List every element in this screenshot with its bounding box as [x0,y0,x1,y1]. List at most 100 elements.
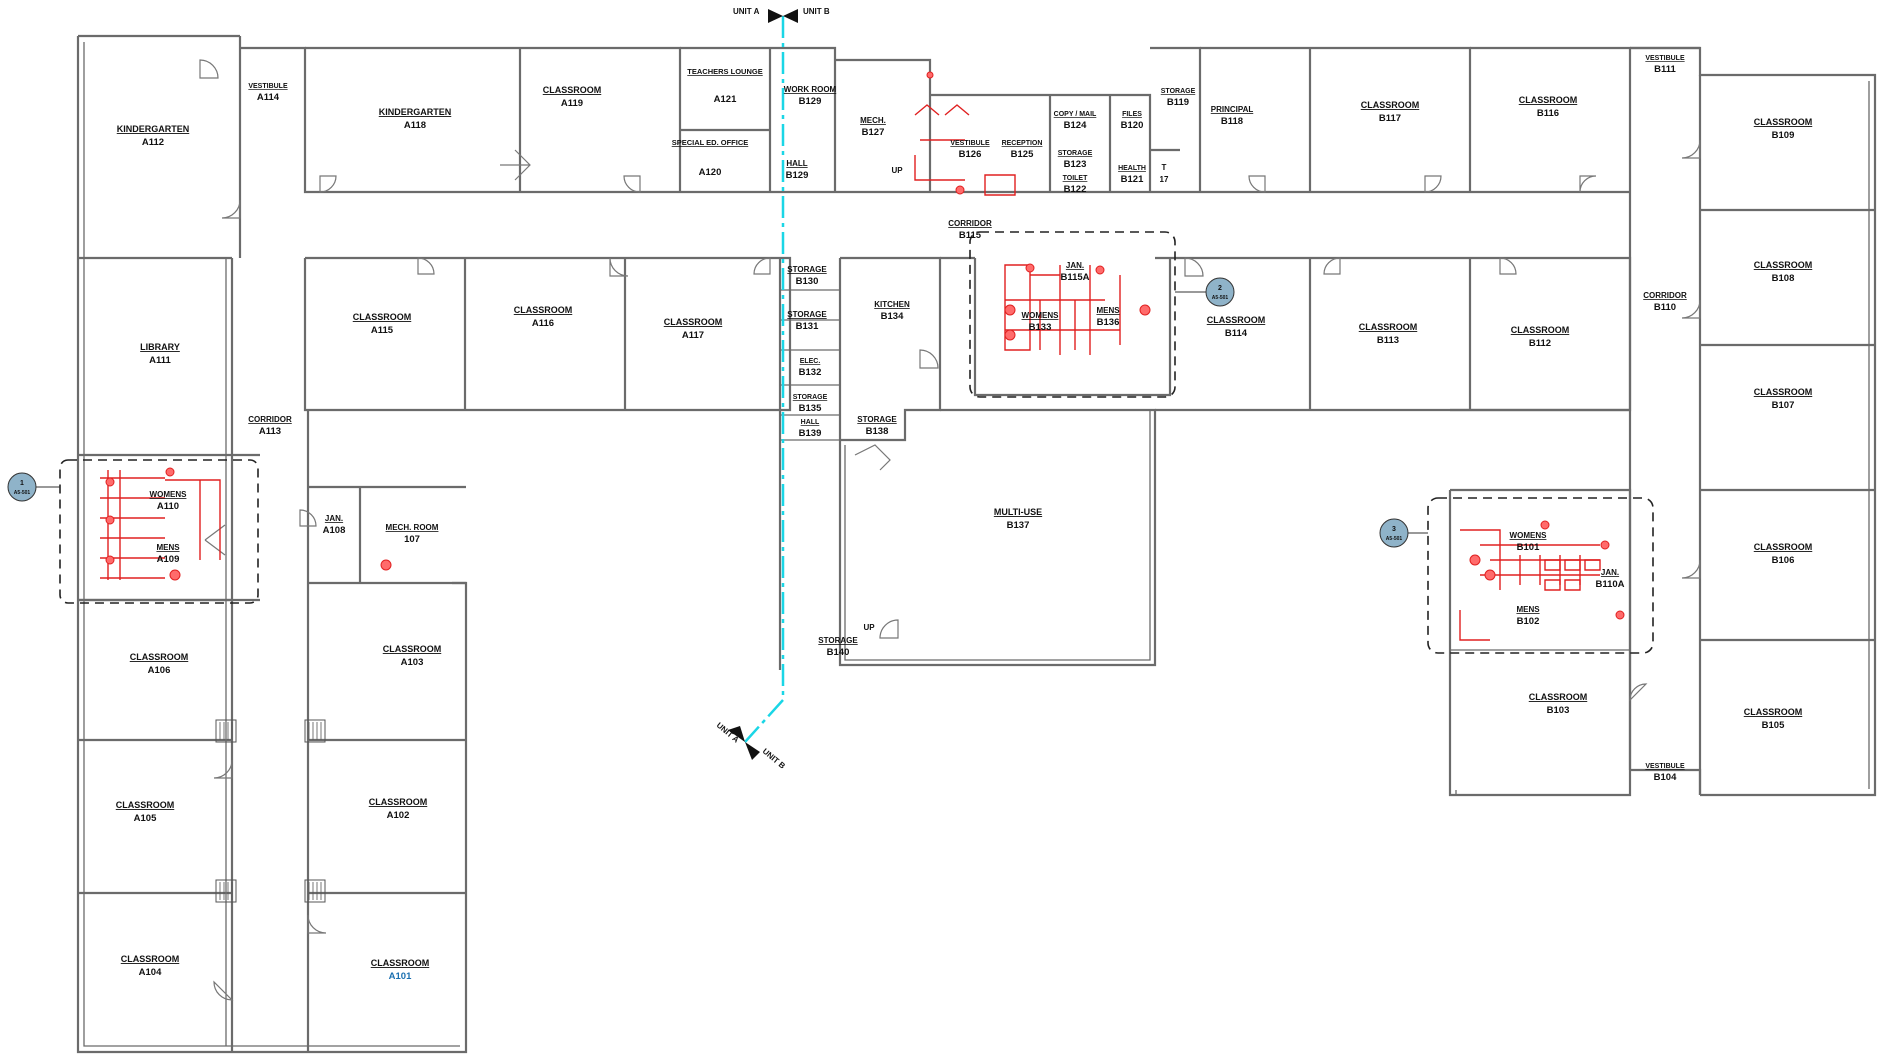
svg-text:JAN.: JAN. [1601,568,1619,577]
svg-text:A116: A116 [532,318,554,329]
svg-text:WOMENS: WOMENS [1022,311,1060,320]
svg-text:MENS: MENS [1096,306,1120,315]
svg-text:CLASSROOM: CLASSROOM [1754,117,1813,127]
svg-text:A108: A108 [323,525,346,536]
svg-text:KITCHEN: KITCHEN [874,300,910,309]
svg-text:CLASSROOM: CLASSROOM [1744,707,1803,717]
svg-text:ELEC.: ELEC. [800,358,821,365]
svg-text:B133: B133 [1029,322,1052,333]
svg-text:A110: A110 [157,501,179,512]
svg-text:A119: A119 [561,98,583,109]
svg-text:VESTIBULE: VESTIBULE [950,140,990,147]
svg-text:B105: B105 [1762,720,1785,731]
svg-text:CLASSROOM: CLASSROOM [1519,95,1578,105]
svg-text:B121: B121 [1121,174,1144,185]
svg-text:CLASSROOM: CLASSROOM [1511,325,1570,335]
svg-text:A103: A103 [401,657,424,668]
room-label: ELEC. B132 [799,358,822,378]
room-label: MENS B136 [1096,306,1120,328]
svg-text:WOMENS: WOMENS [1510,531,1548,540]
svg-text:KINDERGARTEN: KINDERGARTEN [117,124,190,134]
door-swings [199,59,1701,1001]
section-tag-1: 1 A5-501 [7,472,60,502]
svg-text:STORAGE: STORAGE [1058,150,1093,157]
svg-text:VESTIBULE: VESTIBULE [1645,55,1685,62]
svg-text:CLASSROOM: CLASSROOM [514,305,573,315]
svg-text:B109: B109 [1772,130,1795,141]
room-label: WOMENS B101 [1510,531,1548,553]
svg-text:B136: B136 [1097,317,1120,328]
svg-text:CLASSROOM: CLASSROOM [353,312,412,322]
svg-text:107: 107 [404,534,420,545]
room-label: VESTIBULE B111 [1645,55,1685,75]
svg-text:CLASSROOM: CLASSROOM [116,800,175,810]
svg-text:STORAGE: STORAGE [1161,88,1196,95]
room-label: CLASSROOM A116 [514,305,573,329]
svg-text:CLASSROOM: CLASSROOM [1359,322,1418,332]
room-label: WOMENS B133 [1022,311,1060,333]
room-label: CLASSROOM A102 [369,797,428,821]
svg-text:A118: A118 [404,120,426,131]
building-walls [76,34,1877,1054]
room-label: LIBRARY A111 [140,342,180,366]
svg-text:CLASSROOM: CLASSROOM [1207,315,1266,325]
svg-text:STORAGE: STORAGE [787,310,827,319]
svg-text:B138: B138 [866,426,889,437]
svg-text:CORRIDOR: CORRIDOR [248,415,292,424]
room-label: STORAGE B138 [857,415,897,437]
svg-text:MULTI-USE: MULTI-USE [994,507,1042,517]
svg-text:B140: B140 [827,647,850,658]
svg-text:B127: B127 [862,127,885,138]
svg-text:STORAGE: STORAGE [857,415,897,424]
svg-text:2: 2 [1218,285,1222,292]
svg-text:B101: B101 [1517,542,1540,553]
svg-text:A5-501: A5-501 [1386,536,1403,542]
room-label: CLASSROOM B109 [1754,117,1813,141]
up-label: UP [891,166,903,175]
svg-text:CLASSROOM: CLASSROOM [369,797,428,807]
svg-text:B104: B104 [1654,772,1677,783]
svg-text:A105: A105 [134,813,157,824]
svg-text:B124: B124 [1064,120,1087,131]
svg-text:CLASSROOM: CLASSROOM [664,317,723,327]
svg-text:LIBRARY: LIBRARY [140,342,180,352]
svg-text:MENS: MENS [1516,605,1540,614]
svg-text:B130: B130 [796,276,819,287]
corridor-stairs [215,719,326,903]
svg-text:B122: B122 [1064,184,1087,195]
svg-text:CLASSROOM: CLASSROOM [1361,100,1420,110]
svg-text:VESTIBULE: VESTIBULE [248,83,288,90]
svg-text:A102: A102 [387,810,410,821]
svg-text:B114: B114 [1225,328,1248,339]
svg-text:A111: A111 [149,355,171,366]
toilet-number: 17 [1160,175,1169,184]
svg-text:B132: B132 [799,367,822,378]
svg-text:A5-501: A5-501 [1212,295,1229,301]
svg-text:B111: B111 [1654,64,1676,75]
room-label: CLASSROOM A105 [116,800,175,824]
svg-text:B102: B102 [1517,616,1540,627]
svg-text:HALL: HALL [786,159,807,168]
